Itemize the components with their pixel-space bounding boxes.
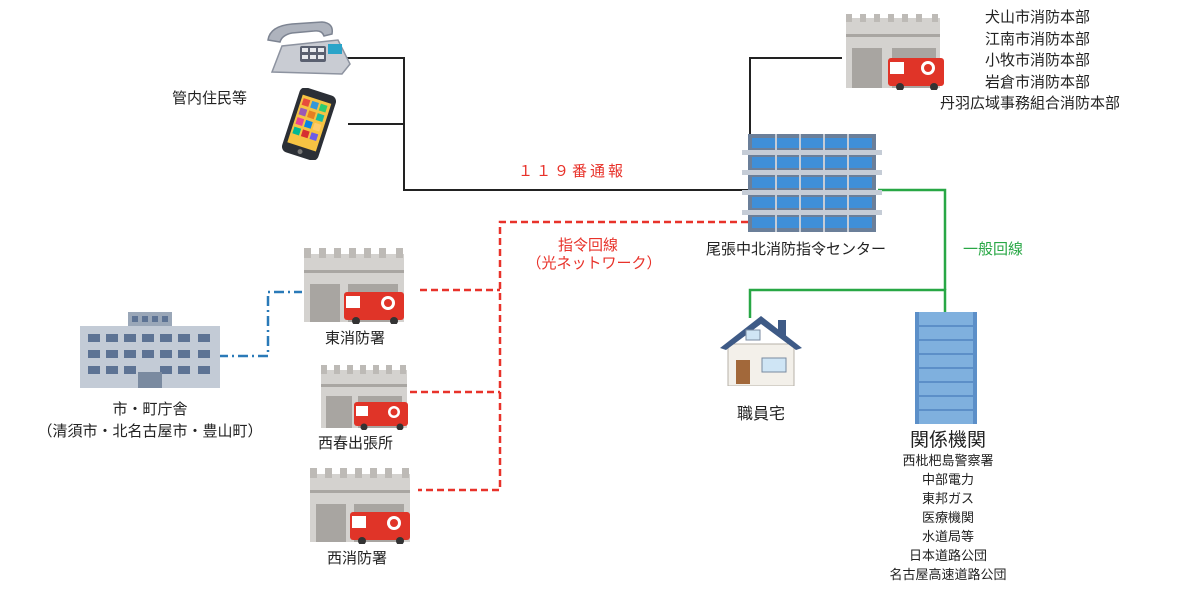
city-office-label: 市・町庁舎 （清須市・北名古屋市・豊山町） (0, 398, 300, 442)
agency-item: 西枇杷島警察署 (902, 454, 994, 469)
agencies-list: 西枇杷島警察署 中部電力 東邦ガス 医療機関 水道局等 日本道路公団 名古屋高速… (855, 452, 1041, 585)
general-line (748, 188, 947, 318)
agencies-panel: 関係機関 西枇杷島警察署 中部電力 東邦ガス 医療機関 水道局等 日本道路公団 … (855, 428, 1041, 585)
agency-item: 中部電力 (921, 473, 974, 488)
agency-item: 日本道路公団 (908, 549, 987, 564)
fire-hq-item: 江南市消防本部 (985, 29, 1091, 48)
fiber-network-label: （光ネットワーク） (526, 254, 662, 272)
command-line-label: 指令回線 （光ネットワーク） (524, 236, 664, 272)
smartphone-icon (281, 88, 337, 160)
fire-station-icon (310, 468, 410, 544)
staff-home-label: 職員宅 (737, 404, 786, 423)
house-icon (720, 316, 802, 386)
center-label: 尾張中北消防指令センター (706, 240, 887, 258)
city-office-municipalities: （清須市・北名古屋市・豊山町） (37, 422, 263, 440)
west-station-label: 西消防署 (327, 549, 388, 567)
fire-hq-item: 丹羽広域事務組合消防本部 (940, 94, 1121, 112)
agency-item: 医療機関 (921, 511, 974, 526)
fire-station-icon (321, 365, 408, 430)
command-center-building-icon (742, 134, 882, 232)
fire-station-icon (846, 14, 944, 90)
city-office-line (218, 290, 302, 358)
residents-label: 管内住民等 (172, 89, 248, 107)
fire-hq-item: 犬山市消防本部 (985, 8, 1091, 26)
command-line (410, 220, 748, 492)
agency-item: 名古屋高速道路公団 (889, 568, 1007, 583)
call-119-label: １１９番通報 (518, 162, 627, 180)
fire-station-icon (304, 248, 404, 324)
telephone-icon (267, 21, 351, 75)
fire-hq-list: 犬山市消防本部 江南市消防本部 小牧市消防本部 岩倉市消防本部 丹羽広域事務組合… (940, 7, 1165, 115)
agencies-title: 関係機関 (909, 429, 986, 451)
nishiharu-branch-label: 西春出張所 (318, 434, 394, 452)
city-office-title: 市・町庁舎 (112, 400, 188, 418)
general-line-label: 一般回線 (963, 240, 1024, 258)
city-hall-icon (80, 312, 220, 388)
fire-hq-item: 岩倉市消防本部 (985, 72, 1091, 91)
office-tower-icon (915, 312, 977, 424)
fire-hq-item: 小牧市消防本部 (985, 51, 1091, 69)
agency-item: 東邦ガス (921, 492, 974, 507)
command-line-title: 指令回線 (557, 236, 618, 254)
agency-item: 水道局等 (921, 530, 974, 545)
hq-line (749, 57, 842, 135)
east-station-label: 東消防署 (325, 329, 386, 347)
